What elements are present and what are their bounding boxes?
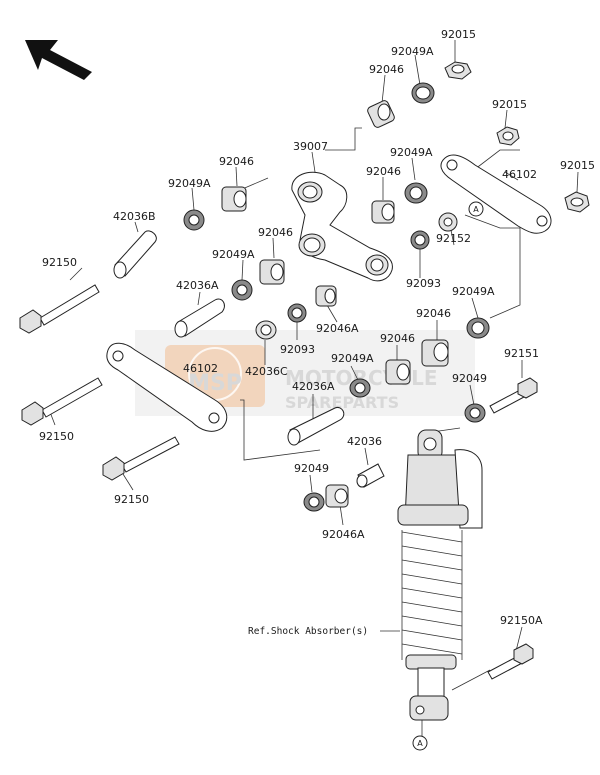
part-label-92049A-mid: 92049A (390, 146, 433, 159)
shock-absorber (397, 429, 483, 721)
watermark-line2: SPAREPARTS (285, 393, 399, 412)
part-label-92093-center: 92093 (280, 343, 315, 356)
part-label-92152: 92152 (436, 232, 471, 245)
bolt-92150-bottom (102, 436, 180, 481)
part-label-92151: 92151 (504, 347, 539, 360)
part-label-92093-right: 92093 (406, 277, 441, 290)
bearing-92046-mid-left (259, 259, 285, 285)
collar-42036A-top (174, 298, 225, 338)
part-label-42036A-top: 42036A (176, 279, 219, 292)
part-label-92046A-bottom: 92046A (322, 528, 365, 541)
collar-42036A-bottom (287, 406, 345, 446)
bearing-92046-right (421, 339, 449, 367)
tie-rod-46102-right (440, 154, 552, 234)
arrow-up-left-icon (25, 40, 92, 80)
part-label-92015-mid: 92015 (492, 98, 527, 111)
tie-rod-46102-left (106, 342, 228, 432)
part-label-92049A-mid-left: 92049A (212, 248, 255, 261)
part-label-92049-right: 92049 (452, 372, 487, 385)
bearing-92046A-top (315, 285, 337, 307)
washer-92049A-left (183, 209, 205, 231)
part-label-92150A: 92150A (500, 614, 543, 627)
washer-92049A-right (466, 317, 490, 339)
part-label-92150-mid: 92150 (39, 430, 74, 443)
part-label-92150-top: 92150 (42, 256, 77, 269)
callout-a-top-label: A (473, 205, 479, 214)
nut-92015-mid (496, 126, 520, 146)
bolt-92150-top (19, 284, 100, 334)
bearing-92046A-bottom (325, 484, 349, 508)
bearing-92046-left (221, 186, 247, 212)
part-label-92049A-right: 92049A (452, 285, 495, 298)
part-label-46102-left: 46102 (183, 362, 218, 375)
seal-92093-right (410, 230, 430, 250)
part-label-92015-right: 92015 (560, 159, 595, 172)
collar-42036 (356, 463, 385, 488)
bolt-92150A (487, 643, 534, 680)
collar-42036B (113, 230, 157, 279)
washer-92049A-mid (404, 182, 428, 204)
part-label-92046-center: 92046 (380, 332, 415, 345)
shock-spring (401, 530, 463, 660)
part-label-92049A-top: 92049A (391, 45, 434, 58)
callout-a-bottom-label: A (417, 739, 423, 748)
part-label-92049-bottom: 92049 (294, 462, 329, 475)
reference-label: Ref.Shock Absorber(s) (248, 626, 368, 637)
washer-92049A-mid-left (231, 279, 253, 301)
part-label-92046A-top: 92046A (316, 322, 359, 335)
part-label-92046-mid: 92046 (366, 165, 401, 178)
part-label-42036: 42036 (347, 435, 382, 448)
bearing-92046-center (385, 359, 411, 385)
washer-92049A-center (349, 378, 371, 398)
collar-92152 (438, 212, 458, 232)
part-label-92046-top: 92046 (369, 63, 404, 76)
nut-92015-right (564, 191, 590, 213)
part-number-labels: 92015 92049A 92046 92015 39007 92049A 92… (39, 28, 595, 627)
part-label-92046-right: 92046 (416, 307, 451, 320)
callout-a-top: A (468, 201, 484, 217)
part-label-39007: 39007 (293, 140, 328, 153)
washer-92049-bottom (303, 492, 325, 512)
part-label-46102-right: 46102 (502, 168, 537, 181)
washer-92049-right (464, 403, 486, 423)
part-label-92150-bottom: 92150 (114, 493, 149, 506)
part-label-92015-top: 92015 (441, 28, 476, 41)
callout-a-bottom: A (412, 735, 428, 751)
seal-92093-center (287, 303, 307, 323)
part-label-92049A-left: 92049A (168, 177, 211, 190)
part-label-42036B: 42036B (113, 210, 156, 223)
bearing-92046-mid (371, 200, 395, 224)
part-label-92046-left: 92046 (219, 155, 254, 168)
bolt-92150-mid (21, 377, 103, 426)
bearing-92046-top (367, 100, 395, 128)
washer-92049A-top (411, 82, 435, 104)
part-label-42036C: 42036C (245, 365, 288, 378)
part-label-92046-mid-left: 92046 (258, 226, 293, 239)
part-label-92049A-center: 92049A (331, 352, 374, 365)
collar-42036C (255, 320, 277, 340)
bolt-92151 (489, 377, 538, 414)
rocker-arm-39007 (291, 171, 393, 282)
part-label-42036A-bottom: 42036A (292, 380, 335, 393)
nut-92015-top (444, 61, 472, 80)
